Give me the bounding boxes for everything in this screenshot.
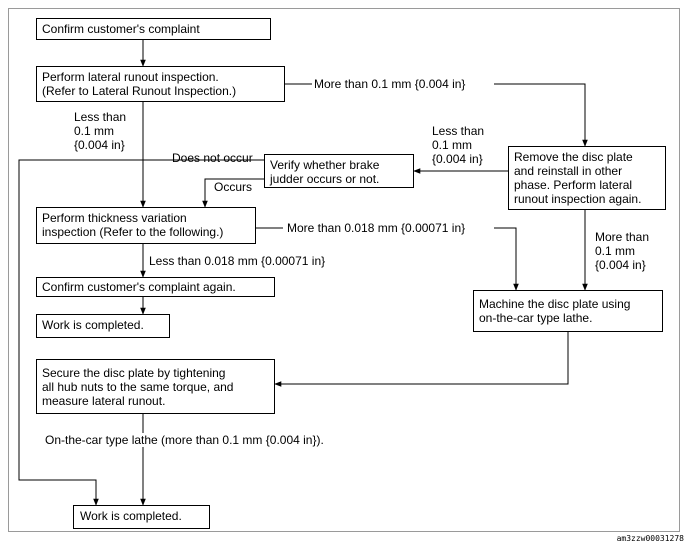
node-lateral-runout-inspection: Perform lateral runout inspection. (Refe…: [36, 66, 285, 102]
label-more-than-0-018-mm: More than 0.018 mm {0.00071 in}: [287, 221, 466, 235]
node-confirm-again: Confirm customer's complaint again.: [36, 277, 275, 297]
node-secure-disc: Secure the disc plate by tightening all …: [36, 359, 275, 414]
node-verify-judder: Verify whether brake judder occurs or no…: [264, 154, 414, 188]
label-less-than-0-018-mm: Less than 0.018 mm {0.00071 in}: [149, 254, 326, 268]
arrow-verify-to-completed: [18, 159, 264, 506]
arrow-lateral-to-remove-2: [494, 83, 588, 147]
label-less-than-0-1-mm-b: Less than 0.1 mm {0.004 in}: [432, 124, 485, 166]
node-remove-reinstall: Remove the disc plate and reinstall in o…: [508, 146, 666, 210]
arrow-thickness-to-machine-2: [494, 227, 519, 291]
diagram-frame: [8, 8, 680, 532]
node-work-completed-2: Work is completed.: [73, 505, 210, 529]
node-machine-disc: Machine the disc plate using on-the-car …: [473, 290, 663, 332]
label-lathe-note: On-the-car type lathe (more than 0.1 mm …: [43, 433, 326, 447]
node-work-completed-1: Work is completed.: [36, 314, 170, 338]
label-does-not-occur: Does not occur: [172, 151, 253, 165]
label-less-than-0-1-mm-a: Less than 0.1 mm {0.004 in}: [74, 110, 127, 152]
label-occurs: Occurs: [214, 180, 253, 194]
label-more-than-0-1-mm-b: More than 0.1 mm {0.004 in}: [595, 230, 650, 272]
node-confirm-complaint: Confirm customer's complaint: [36, 18, 271, 40]
node-thickness-variation: Perform thickness variation inspection (…: [36, 207, 256, 244]
label-more-than-0-1-mm-a: More than 0.1 mm {0.004 in}: [314, 77, 466, 91]
arrow-machine-to-secure: [274, 332, 569, 387]
arrow-verify-to-thickness: [202, 178, 265, 208]
figure-code: am3zzw00031278: [616, 534, 684, 543]
